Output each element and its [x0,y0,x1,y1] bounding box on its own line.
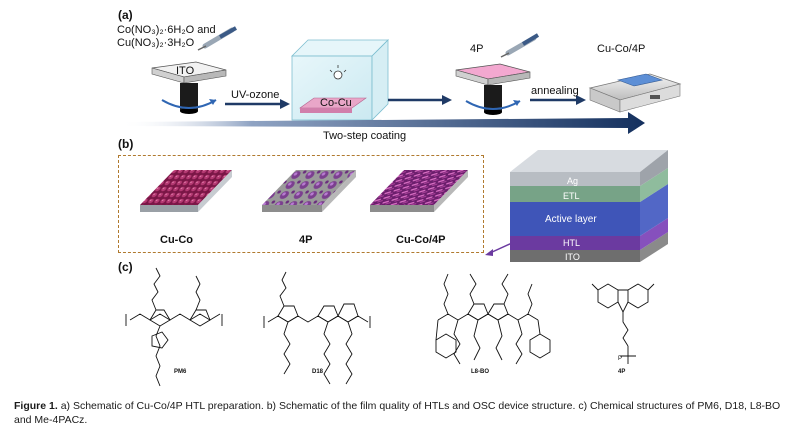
layer-etl [510,168,668,202]
fourp-label: 4P [470,43,483,55]
molecule-name: L8-BO [471,369,489,375]
reagent-line-2: Cu(NO₃)₂·3H₂O [117,37,195,49]
product-label: Cu-Co/4P [597,43,645,55]
film-quality-box [118,155,484,253]
htl-pointer-arrow [489,242,513,254]
hotplate-icon [588,73,682,113]
two-step-label: Two-step coating [323,130,406,142]
panel-c-label: (c) [118,260,133,274]
film-cu-co-image [140,170,232,212]
layer-label: HTL [563,238,580,248]
figure-caption: Figure 1. a) Schematic of Cu-Co/4P HTL p… [14,399,790,427]
layer-ito [510,232,668,262]
figure-label: Figure 1. [14,400,58,412]
layer-label: Ag [567,176,578,186]
pm6-structure [125,267,223,387]
panel-b-label: (b) [118,137,134,151]
molecule-name: D18 [312,369,324,375]
layer-label: ITO [565,252,580,262]
lamp-icon [329,65,347,80]
film-name: Cu-Co [160,234,193,246]
layer-ag [510,150,668,186]
molecule-name: PM6 [174,369,187,375]
two-step-arrow [120,112,645,134]
layer-label: ETL [563,191,580,201]
film-co-cu-label: Co-Cu [320,97,352,109]
film-name: 4P [299,234,312,246]
device-structure: Ag ETL Active layer HTL ITO [485,150,668,262]
panel-a-label: (a) [118,8,133,22]
layer-label: Active layer [545,214,597,225]
ito-label: ITO [176,65,195,77]
caption-text: a) Schematic of Cu-Co/4P HTL preparation… [14,400,781,426]
l8bo-structure [435,273,551,365]
layer-htl [510,218,668,250]
film-4p-image [262,170,356,212]
pipette-icon-2 [500,33,540,58]
spin-coater-2 [455,63,531,115]
layer-active [510,184,668,236]
film-images: Cu-Co 4P Cu-Co/4P [140,170,468,246]
panel-a-illustration: ITO UV-ozone Co-Cu 4P annealing [120,26,682,142]
fourp-structure [591,283,655,364]
chemical-structures: P PM6 D18 L8-BO 4P [125,267,655,387]
film-cu-co-4p-image [370,170,468,212]
reagent-line-1: Co(NO₃)₂·6H₂O and [117,24,216,36]
film-name: Cu-Co/4P [396,234,446,246]
molecule-name: 4P [618,369,625,375]
step-uv-label: UV-ozone [231,89,279,101]
step-anneal-label: annealing [531,85,579,97]
d18-structure [263,271,371,385]
uv-chamber [291,39,389,121]
fourp-p-atom: P [618,356,622,362]
pipette-icon-1 [197,26,237,51]
spin-coater-1 [151,61,227,114]
